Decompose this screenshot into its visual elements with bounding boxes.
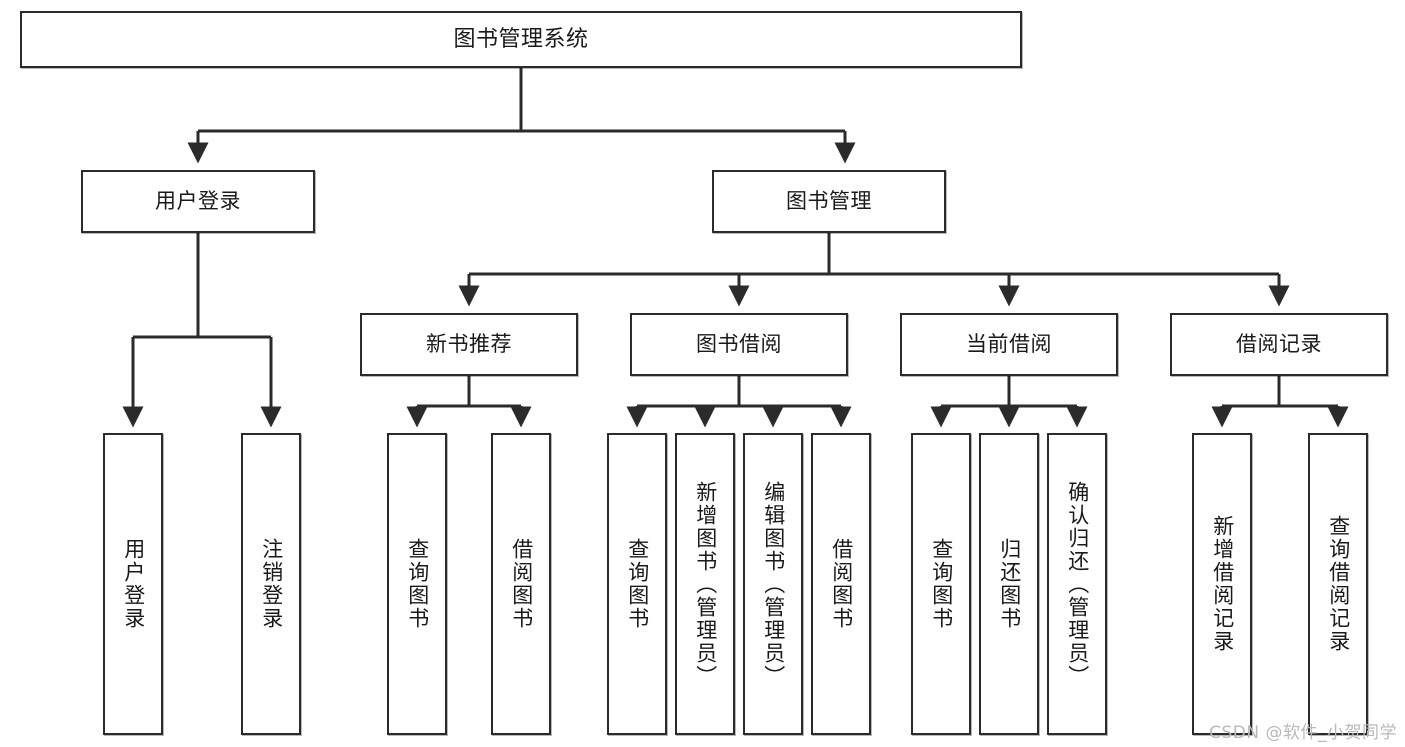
node-leaf-query-book-2[interactable]: 查询图书 <box>607 433 667 735</box>
node-leaf-add-book[interactable]: 新增图书（管理员） <box>675 433 735 735</box>
node-leaf-return-book[interactable]: 归还图书 <box>979 433 1039 735</box>
node-current-borrow-label: 当前借阅 <box>966 332 1052 357</box>
node-root-label: 图书管理系统 <box>453 26 589 52</box>
node-leaf-add-book-label: 新增图书（管理员） <box>693 480 718 688</box>
node-leaf-edit-book[interactable]: 编辑图书（管理员） <box>743 433 803 735</box>
node-new-book-rec[interactable]: 新书推荐 <box>360 313 578 376</box>
node-leaf-borrow-book-2-label: 借阅图书 <box>829 538 854 630</box>
node-borrow-record[interactable]: 借阅记录 <box>1170 313 1388 376</box>
node-book-manage-label: 图书管理 <box>786 189 872 214</box>
node-leaf-query-book-1[interactable]: 查询图书 <box>387 433 447 735</box>
node-leaf-query-book-3-label: 查询图书 <box>929 538 954 630</box>
node-book-manage[interactable]: 图书管理 <box>712 170 946 233</box>
node-leaf-user-login[interactable]: 用户登录 <box>103 433 163 735</box>
watermark-text: CSDN @软件_小贺同学 <box>1209 723 1397 743</box>
node-leaf-logout[interactable]: 注销登录 <box>241 433 301 735</box>
node-leaf-logout-label: 注销登录 <box>259 538 284 630</box>
node-new-book-rec-label: 新书推荐 <box>426 332 512 357</box>
node-leaf-query-book-1-label: 查询图书 <box>405 538 430 630</box>
node-book-borrow-label: 图书借阅 <box>696 332 782 357</box>
node-leaf-confirm-return[interactable]: 确认归还（管理员） <box>1047 433 1107 735</box>
node-root[interactable]: 图书管理系统 <box>20 11 1022 68</box>
node-borrow-record-label: 借阅记录 <box>1236 332 1322 357</box>
node-leaf-borrow-book-1[interactable]: 借阅图书 <box>491 433 551 735</box>
node-book-borrow[interactable]: 图书借阅 <box>630 313 848 376</box>
node-leaf-confirm-return-label: 确认归还（管理员） <box>1065 480 1090 688</box>
node-leaf-add-record-label: 新增借阅记录 <box>1210 515 1235 653</box>
node-leaf-borrow-book-2[interactable]: 借阅图书 <box>811 433 871 735</box>
node-leaf-user-login-label: 用户登录 <box>121 538 146 630</box>
node-leaf-add-record[interactable]: 新增借阅记录 <box>1192 433 1252 735</box>
node-leaf-query-book-3[interactable]: 查询图书 <box>911 433 971 735</box>
node-leaf-edit-book-label: 编辑图书（管理员） <box>761 480 786 688</box>
node-user-login[interactable]: 用户登录 <box>81 170 315 233</box>
node-current-borrow[interactable]: 当前借阅 <box>900 313 1118 376</box>
node-leaf-query-book-2-label: 查询图书 <box>625 538 650 630</box>
node-leaf-borrow-book-1-label: 借阅图书 <box>509 538 534 630</box>
node-user-login-label: 用户登录 <box>155 189 241 214</box>
node-leaf-query-record[interactable]: 查询借阅记录 <box>1308 433 1368 735</box>
node-leaf-return-book-label: 归还图书 <box>997 538 1022 630</box>
node-leaf-query-record-label: 查询借阅记录 <box>1326 515 1351 653</box>
